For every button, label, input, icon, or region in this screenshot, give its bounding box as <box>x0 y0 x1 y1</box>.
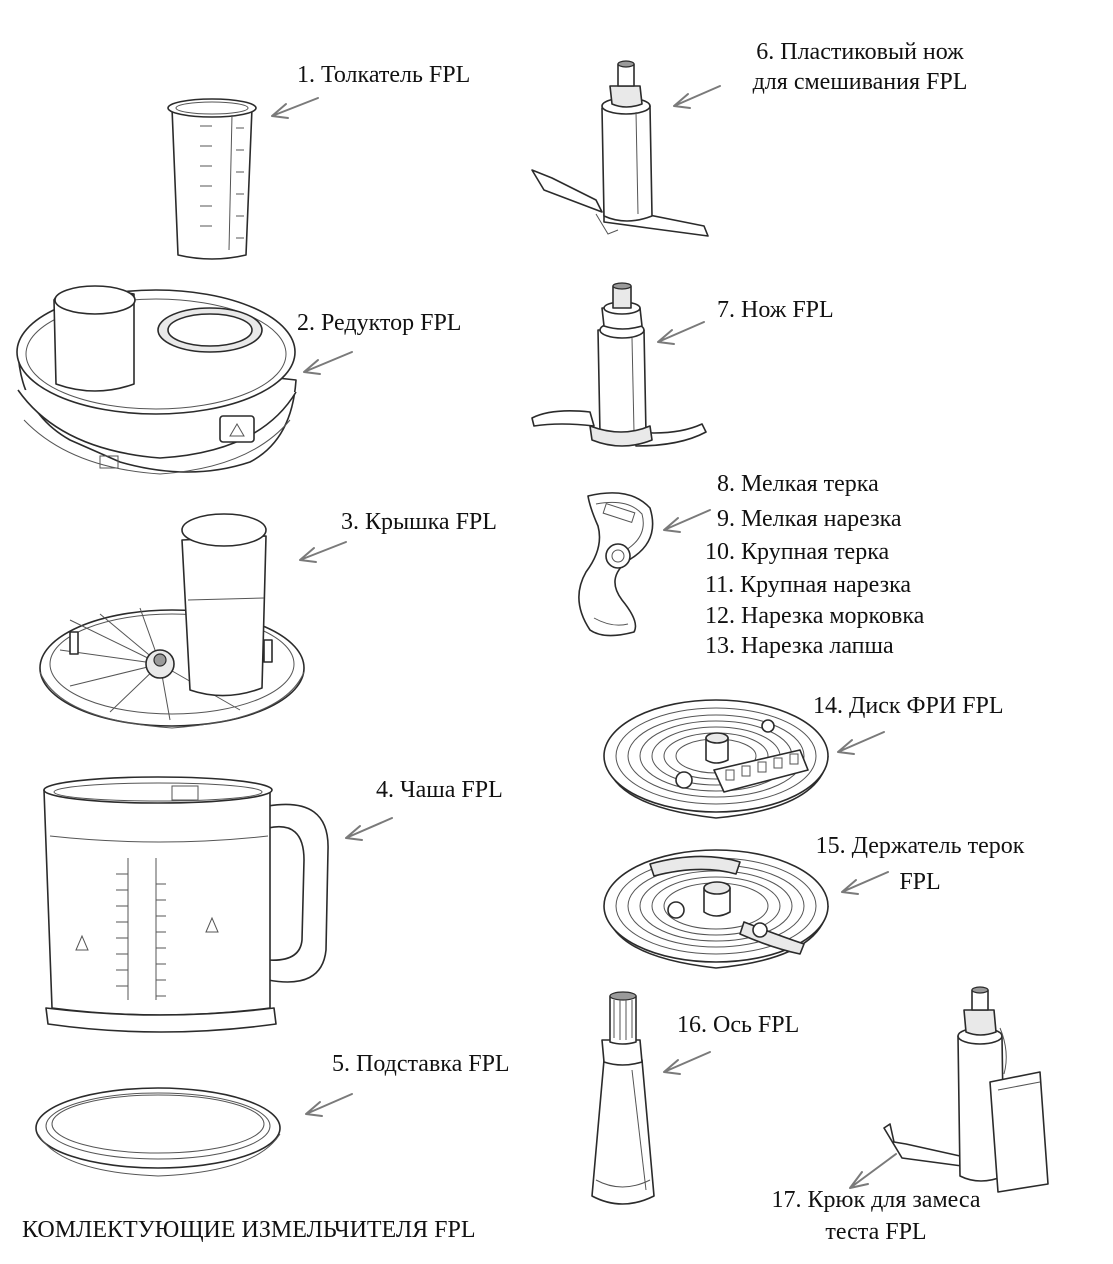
arrow-dough-hook <box>849 1153 897 1189</box>
fries-disc-icon <box>603 699 829 819</box>
label-dough-hook-line1: 17. Крюк для замеса <box>771 1187 981 1213</box>
label-lid: 3. Крышка FPL <box>341 509 497 535</box>
grater-insert-icon <box>578 492 654 637</box>
plastic-blade-icon <box>531 60 709 237</box>
label-base: 5. Подставка FPL <box>332 1051 510 1077</box>
label-shaft: 16. Ось FPL <box>677 1012 800 1038</box>
lid-icon <box>39 513 305 729</box>
blade-icon <box>531 282 707 447</box>
label-fries-disc: 14. Диск ФРИ FPL <box>813 693 1004 719</box>
label-plastic-blade-line2: для смешивания FPL <box>752 69 968 95</box>
arrow-gearbox <box>303 351 353 375</box>
shaft-icon <box>591 991 655 1205</box>
arrow-grater <box>663 509 711 533</box>
label-fine-grater: 8. Мелкая терка <box>717 471 879 497</box>
label-coarse-grater: 10. Крупная терка <box>705 539 890 565</box>
label-dough-hook: 17. Крюк для замеса теста FPL <box>738 1185 1014 1247</box>
label-disc-holder-line1: 15. Держатель терок <box>815 833 1025 859</box>
arrow-pusher <box>271 97 319 119</box>
label-dough-hook-line2: теста FPL <box>825 1219 927 1245</box>
bowl-icon <box>43 776 329 1033</box>
label-plastic-blade-line1: 6. Пластиковый нож <box>756 39 964 65</box>
pointer-arrows <box>271 85 897 1189</box>
label-gearbox: 2. Редуктор FPL <box>297 310 462 336</box>
label-bowl: 4. Чаша FPL <box>376 777 503 803</box>
label-blade: 7. Нож FPL <box>717 297 834 323</box>
label-fine-slicer: 9. Мелкая нарезка <box>717 506 902 532</box>
label-disc-holder-line2: FPL <box>899 869 941 895</box>
arrow-shaft <box>663 1051 711 1075</box>
label-noodle-cut: 13. Нарезка лапша <box>705 633 894 659</box>
arrow-plastic-blade <box>673 85 721 109</box>
footer-title: КОМЛЕКТУЮЩИЕ ИЗМЕЛЬЧИТЕЛЯ FPL <box>22 1217 476 1243</box>
arrow-bowl <box>345 817 393 841</box>
label-disc-holder: 15. Держатель терок FPL <box>785 831 1055 897</box>
base-ring-icon <box>35 1087 281 1177</box>
gearbox-icon <box>16 285 297 475</box>
label-carrot-cut: 12. Нарезка морковка <box>705 603 925 629</box>
label-coarse-slicer: 11. Крупная нарезка <box>705 572 912 598</box>
arrow-base <box>305 1093 353 1117</box>
pusher-icon <box>167 98 257 260</box>
dough-hook-icon <box>883 986 1049 1193</box>
arrow-fries-disc <box>837 731 885 755</box>
label-pusher: 1. Толкатель FPL <box>297 62 471 88</box>
arrow-blade <box>657 321 705 345</box>
label-plastic-blade: 6. Пластиковый нож для смешивания FPL <box>715 37 1005 97</box>
arrow-disc-holder <box>841 871 889 895</box>
disc-holder-icon <box>603 849 829 969</box>
arrow-lid <box>299 541 347 563</box>
